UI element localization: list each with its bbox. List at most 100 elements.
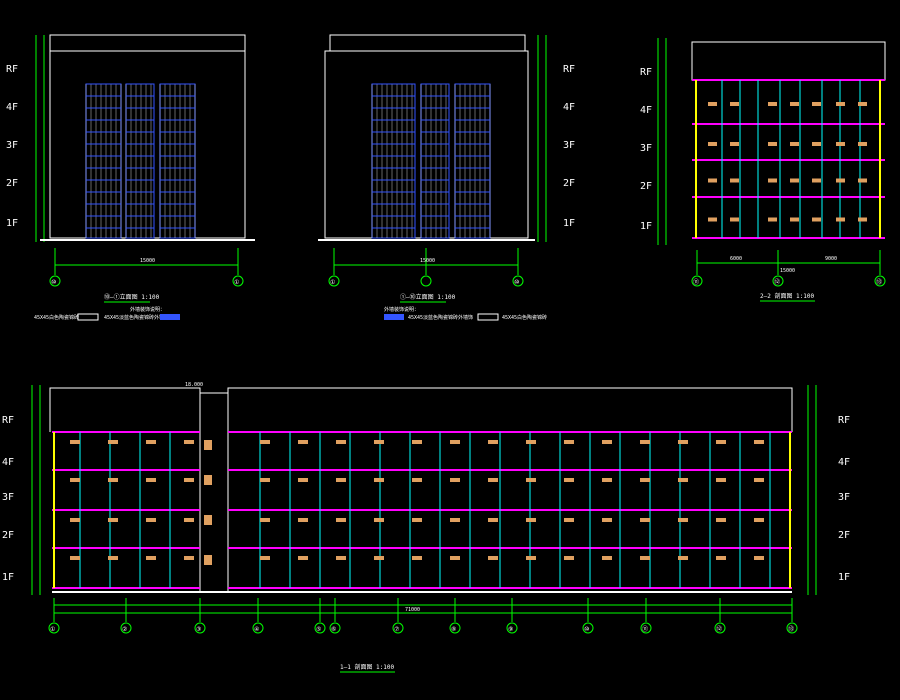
west-legend-item-2: 45X45白色陶瓷锦砖 bbox=[502, 314, 547, 321]
s11-right-floor-label-1f: 1F bbox=[838, 572, 850, 583]
axis-label: ④ bbox=[254, 626, 259, 633]
s11-title: 1—1 剖面图 1:100 bbox=[340, 663, 395, 671]
door-panel bbox=[108, 478, 118, 482]
door-panel bbox=[374, 478, 384, 482]
axis-bubble bbox=[714, 622, 726, 634]
east-level-ruler bbox=[35, 35, 45, 242]
s22-floor-label-4f: 4F bbox=[640, 105, 652, 116]
door-panel bbox=[412, 556, 422, 560]
s11-right-floor-label-2f: 2F bbox=[838, 530, 850, 541]
axis-bubble bbox=[640, 622, 652, 634]
axis-bubble bbox=[314, 622, 326, 634]
s11-dimension-line bbox=[54, 604, 792, 614]
s11-roof-outline bbox=[49, 387, 793, 592]
west-floor-label-rf: RF bbox=[563, 64, 575, 75]
axis-label: ② bbox=[122, 626, 127, 633]
door-panel bbox=[716, 478, 726, 482]
door-panel bbox=[564, 478, 574, 482]
door-panel bbox=[790, 142, 799, 146]
door-panel bbox=[412, 518, 422, 522]
east-legend-item-2: 45X45淡蓝色陶瓷锦砖外墙饰 bbox=[104, 314, 169, 321]
east-axis-bubble-right bbox=[232, 275, 244, 287]
s22-axis-bubble-1 bbox=[691, 275, 703, 287]
axis-label: ⑫ bbox=[716, 625, 722, 633]
door-panel bbox=[790, 102, 799, 106]
door-panel bbox=[708, 102, 717, 106]
east-floor-label-4f: 4F bbox=[6, 102, 18, 113]
west-axis-bubble-right bbox=[512, 275, 524, 287]
door-panel bbox=[812, 217, 821, 222]
door-panel bbox=[70, 556, 80, 560]
door-panel bbox=[412, 478, 422, 482]
door-panel bbox=[768, 102, 777, 106]
door-panel bbox=[374, 440, 384, 444]
door-panel bbox=[790, 178, 799, 183]
axis-bubble bbox=[582, 622, 594, 634]
axis-bubble bbox=[120, 622, 132, 634]
s11-right-floor-label-rf: RF bbox=[838, 415, 850, 426]
swatch-blue-icon bbox=[160, 314, 180, 320]
door-panel bbox=[526, 518, 536, 522]
door-panel bbox=[602, 440, 612, 444]
east-total-dimension: 15000 bbox=[140, 258, 155, 264]
stair-landing bbox=[204, 440, 212, 450]
door-panel bbox=[260, 440, 270, 444]
door-panel bbox=[730, 142, 739, 146]
door-panel bbox=[754, 440, 764, 444]
axis-bubble bbox=[786, 622, 798, 634]
door-panel bbox=[146, 556, 156, 560]
s11-right-floor-label-4f: 4F bbox=[838, 457, 850, 468]
door-panel bbox=[526, 440, 536, 444]
door-panel bbox=[260, 518, 270, 522]
west-floor-label-3f: 3F bbox=[563, 140, 575, 151]
axis-label: ⑥ bbox=[331, 626, 336, 633]
door-panel bbox=[488, 518, 498, 522]
s11-left-floor-label-2f: 2F bbox=[2, 530, 14, 541]
s22-axis-label-1: ⑪ bbox=[693, 278, 699, 286]
door-panel bbox=[374, 518, 384, 522]
axis-label: ① bbox=[50, 626, 55, 633]
door-panel bbox=[564, 556, 574, 560]
door-panel bbox=[730, 178, 739, 183]
s22-axis-label-3: ⑬ bbox=[876, 278, 882, 286]
door-panel bbox=[768, 142, 777, 146]
s22-floor-label-1f: 1F bbox=[640, 221, 652, 232]
door-panel bbox=[298, 518, 308, 522]
door-panel bbox=[184, 478, 194, 482]
s11-left-floor-label-1f: 1F bbox=[2, 572, 14, 583]
door-panel bbox=[298, 440, 308, 444]
s11-total-dimension: 71000 bbox=[405, 607, 420, 613]
axis-bubble bbox=[506, 622, 518, 634]
stair-landing bbox=[204, 475, 212, 485]
door-panel bbox=[812, 102, 821, 106]
door-panel bbox=[716, 440, 726, 444]
door-panel bbox=[678, 518, 688, 522]
s11-left-floor-label-3f: 3F bbox=[2, 492, 14, 503]
west-axis-label-left: ① bbox=[330, 279, 335, 286]
door-panel bbox=[70, 518, 80, 522]
door-panel bbox=[678, 440, 688, 444]
door-panel bbox=[716, 518, 726, 522]
axis-label: ⑪ bbox=[642, 625, 648, 633]
swatch-white-icon bbox=[477, 313, 499, 321]
swatch-blue-icon bbox=[384, 314, 404, 320]
door-panel bbox=[412, 440, 422, 444]
west-level-ruler bbox=[537, 35, 547, 242]
door-panel bbox=[70, 440, 80, 444]
door-panel bbox=[260, 556, 270, 560]
door-panel bbox=[768, 217, 777, 222]
west-dimension-line bbox=[333, 248, 519, 275]
door-panel bbox=[678, 478, 688, 482]
s11-level-ruler-left bbox=[31, 385, 41, 595]
west-total-dimension: 15000 bbox=[420, 258, 435, 264]
door-panel bbox=[836, 142, 845, 146]
door-panel bbox=[108, 440, 118, 444]
door-panel bbox=[70, 478, 80, 482]
door-panel bbox=[716, 556, 726, 560]
door-panel bbox=[790, 217, 799, 222]
west-elevation: RF 4F 3F 2F 1F 15000 ① ⑩ ①—⑩立面图 1:100 外墙… bbox=[318, 34, 575, 321]
door-panel bbox=[336, 478, 346, 482]
